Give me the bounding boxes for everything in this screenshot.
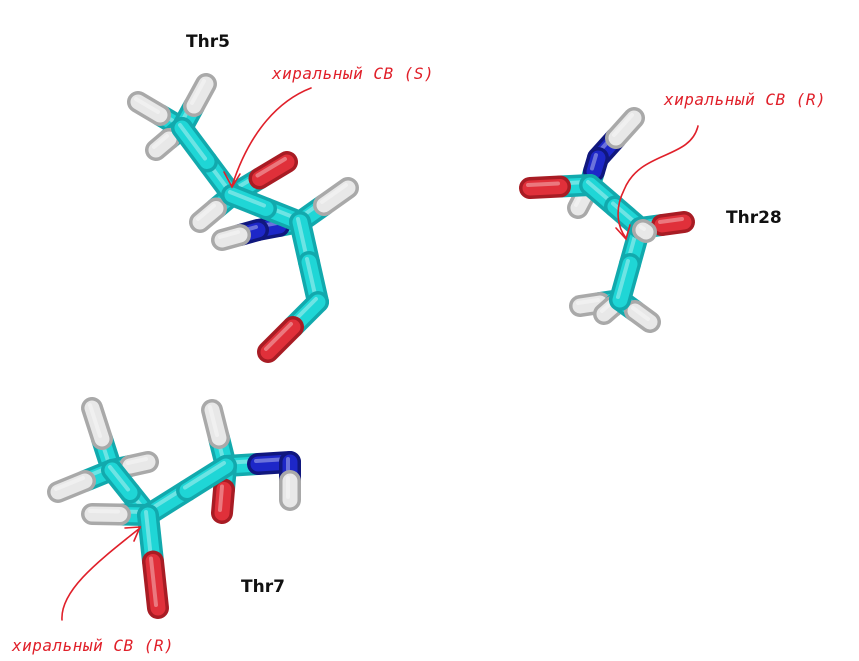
- thr7-ca-ha-b: [204, 402, 227, 446]
- thr7-cg-h2-b: [50, 473, 93, 500]
- thr7-ca-ha-b-highlight: [208, 405, 219, 437]
- thr5-ca-ha-b: [316, 180, 356, 213]
- thr7-cb-og-b: [145, 554, 166, 616]
- thr7-cg-h1-b: [84, 400, 110, 447]
- residue-label-thr7: Thr7: [241, 577, 285, 597]
- thr28-n-h-b-highlight: [612, 113, 634, 137]
- thr5-ca-ha-b-highlight: [320, 183, 348, 204]
- residue-label-thr5: Thr5: [186, 32, 230, 52]
- thr7-cb-hb-b-highlight: [88, 509, 120, 514]
- thr7-cg-h2-b-highlight: [54, 476, 85, 491]
- thr28-cg-h1-b-highlight: [576, 298, 600, 305]
- thr5-cg-h2-b-highlight: [190, 79, 206, 105]
- thr28-cb-cg-b-highlight: [616, 259, 630, 299]
- thr28-cb-cg-b: [612, 256, 638, 308]
- thr7-cb-og-a-highlight: [144, 510, 153, 561]
- thr7-cg-h1-b-highlight: [88, 403, 102, 438]
- residue-label-thr28: Thr28: [726, 208, 782, 228]
- thr28-cg-h3-b-highlight: [600, 302, 612, 313]
- thr7-chiral-arrow-head: [124, 526, 142, 542]
- thr7-cb-hb-b: [84, 506, 128, 522]
- thr5-n-h-b: [214, 227, 248, 248]
- thr5-cb-og-b-highlight: [255, 157, 287, 178]
- thr5-ca-cb-b-highlight: [228, 190, 266, 208]
- thr5-cb-og-b: [252, 154, 295, 186]
- thr5-chiral-arrow-head: [223, 171, 241, 189]
- thr28-cg-h3-b: [596, 299, 620, 322]
- thr28-ca-n-b: [586, 150, 606, 179]
- thr7-cg-h3-b: [122, 454, 156, 474]
- chiral-label-thr5: хиральный CB (S): [272, 64, 435, 83]
- thr28-cb-hb-b: [635, 222, 654, 240]
- thr5-cg-h1-b: [130, 94, 168, 123]
- thr28-cg-h1-b: [572, 295, 608, 314]
- thr5-cb-hb-b: [192, 201, 224, 230]
- thr7-cb-cg-b: [104, 462, 138, 500]
- thr7-cb-cg-b-highlight: [108, 465, 130, 492]
- thr28-cb-hb-b-highlight: [639, 225, 646, 231]
- thr7-cb-og-b-highlight: [149, 556, 158, 607]
- thr5-n-h-b-highlight: [218, 230, 240, 239]
- annotation-arrows: [61, 87, 699, 621]
- thr28-n-h-b: [608, 110, 642, 146]
- thr7-cb-ca-b-highlight: [183, 461, 226, 490]
- thr5-cb-cg-b: [174, 120, 215, 169]
- thr5-ca-cb-b: [224, 187, 274, 216]
- thr28-cb-og-b: [654, 214, 692, 233]
- thr28-cg-h2-b-highlight: [631, 306, 650, 321]
- thr7-ca-o-b: [214, 482, 232, 521]
- thr28-chiral-arrow: [617, 125, 699, 239]
- thr5-c-o-b: [260, 319, 301, 360]
- thr5-chiral-arrow: [231, 87, 312, 187]
- thr5-cg-h3-b-highlight: [152, 134, 169, 149]
- thr28-ca-o-b-highlight: [526, 181, 560, 187]
- thr5-c-o-b-highlight: [264, 322, 293, 351]
- thr5-cb-hb-b-highlight: [196, 203, 216, 221]
- thr5-cg-h1-b-highlight: [134, 97, 160, 114]
- thr5-cg-h2-b: [186, 76, 214, 114]
- chiral-label-thr28: хиральный CB (R): [664, 90, 827, 109]
- thr28-ca-o-b: [522, 179, 568, 196]
- thr5-cg-h3-b: [148, 131, 177, 158]
- thr28-ca-n-b-highlight: [590, 153, 598, 171]
- thr7-chiral-arrow: [61, 527, 141, 621]
- thr7-cb-ca-b: [179, 458, 234, 498]
- thr7-ca-o-b-highlight: [218, 484, 224, 512]
- thr28-cg-h2-b: [627, 303, 658, 330]
- stick-bonds: [47, 73, 695, 619]
- thr28-ca-ha-b: [570, 189, 592, 216]
- thr28-chiral-arrow-head: [615, 224, 631, 241]
- thr5-cb-cg-b-highlight: [178, 123, 207, 161]
- chiral-label-thr7: хиральный CB (R): [12, 636, 175, 655]
- thr7-cg-h3-b-highlight: [126, 457, 148, 465]
- thr28-cb-og-b-highlight: [658, 217, 684, 224]
